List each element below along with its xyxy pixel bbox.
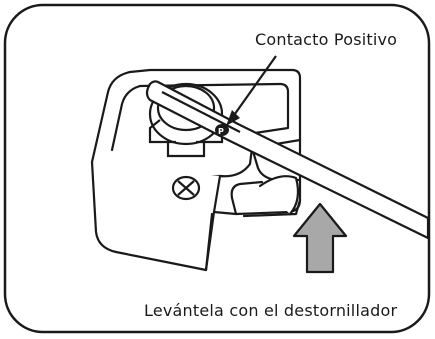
- screw: [171, 175, 201, 201]
- pry-instruction-label: Levántela con el destornillador: [144, 301, 398, 320]
- positive-contact-marker: P: [215, 124, 229, 136]
- frame-border: [3, 3, 431, 334]
- lift-arrow: [292, 202, 348, 274]
- svg-text:P: P: [218, 127, 224, 136]
- positive-contact-label: Contacto Positivo: [255, 30, 398, 49]
- positive-contact-leader: [226, 55, 277, 126]
